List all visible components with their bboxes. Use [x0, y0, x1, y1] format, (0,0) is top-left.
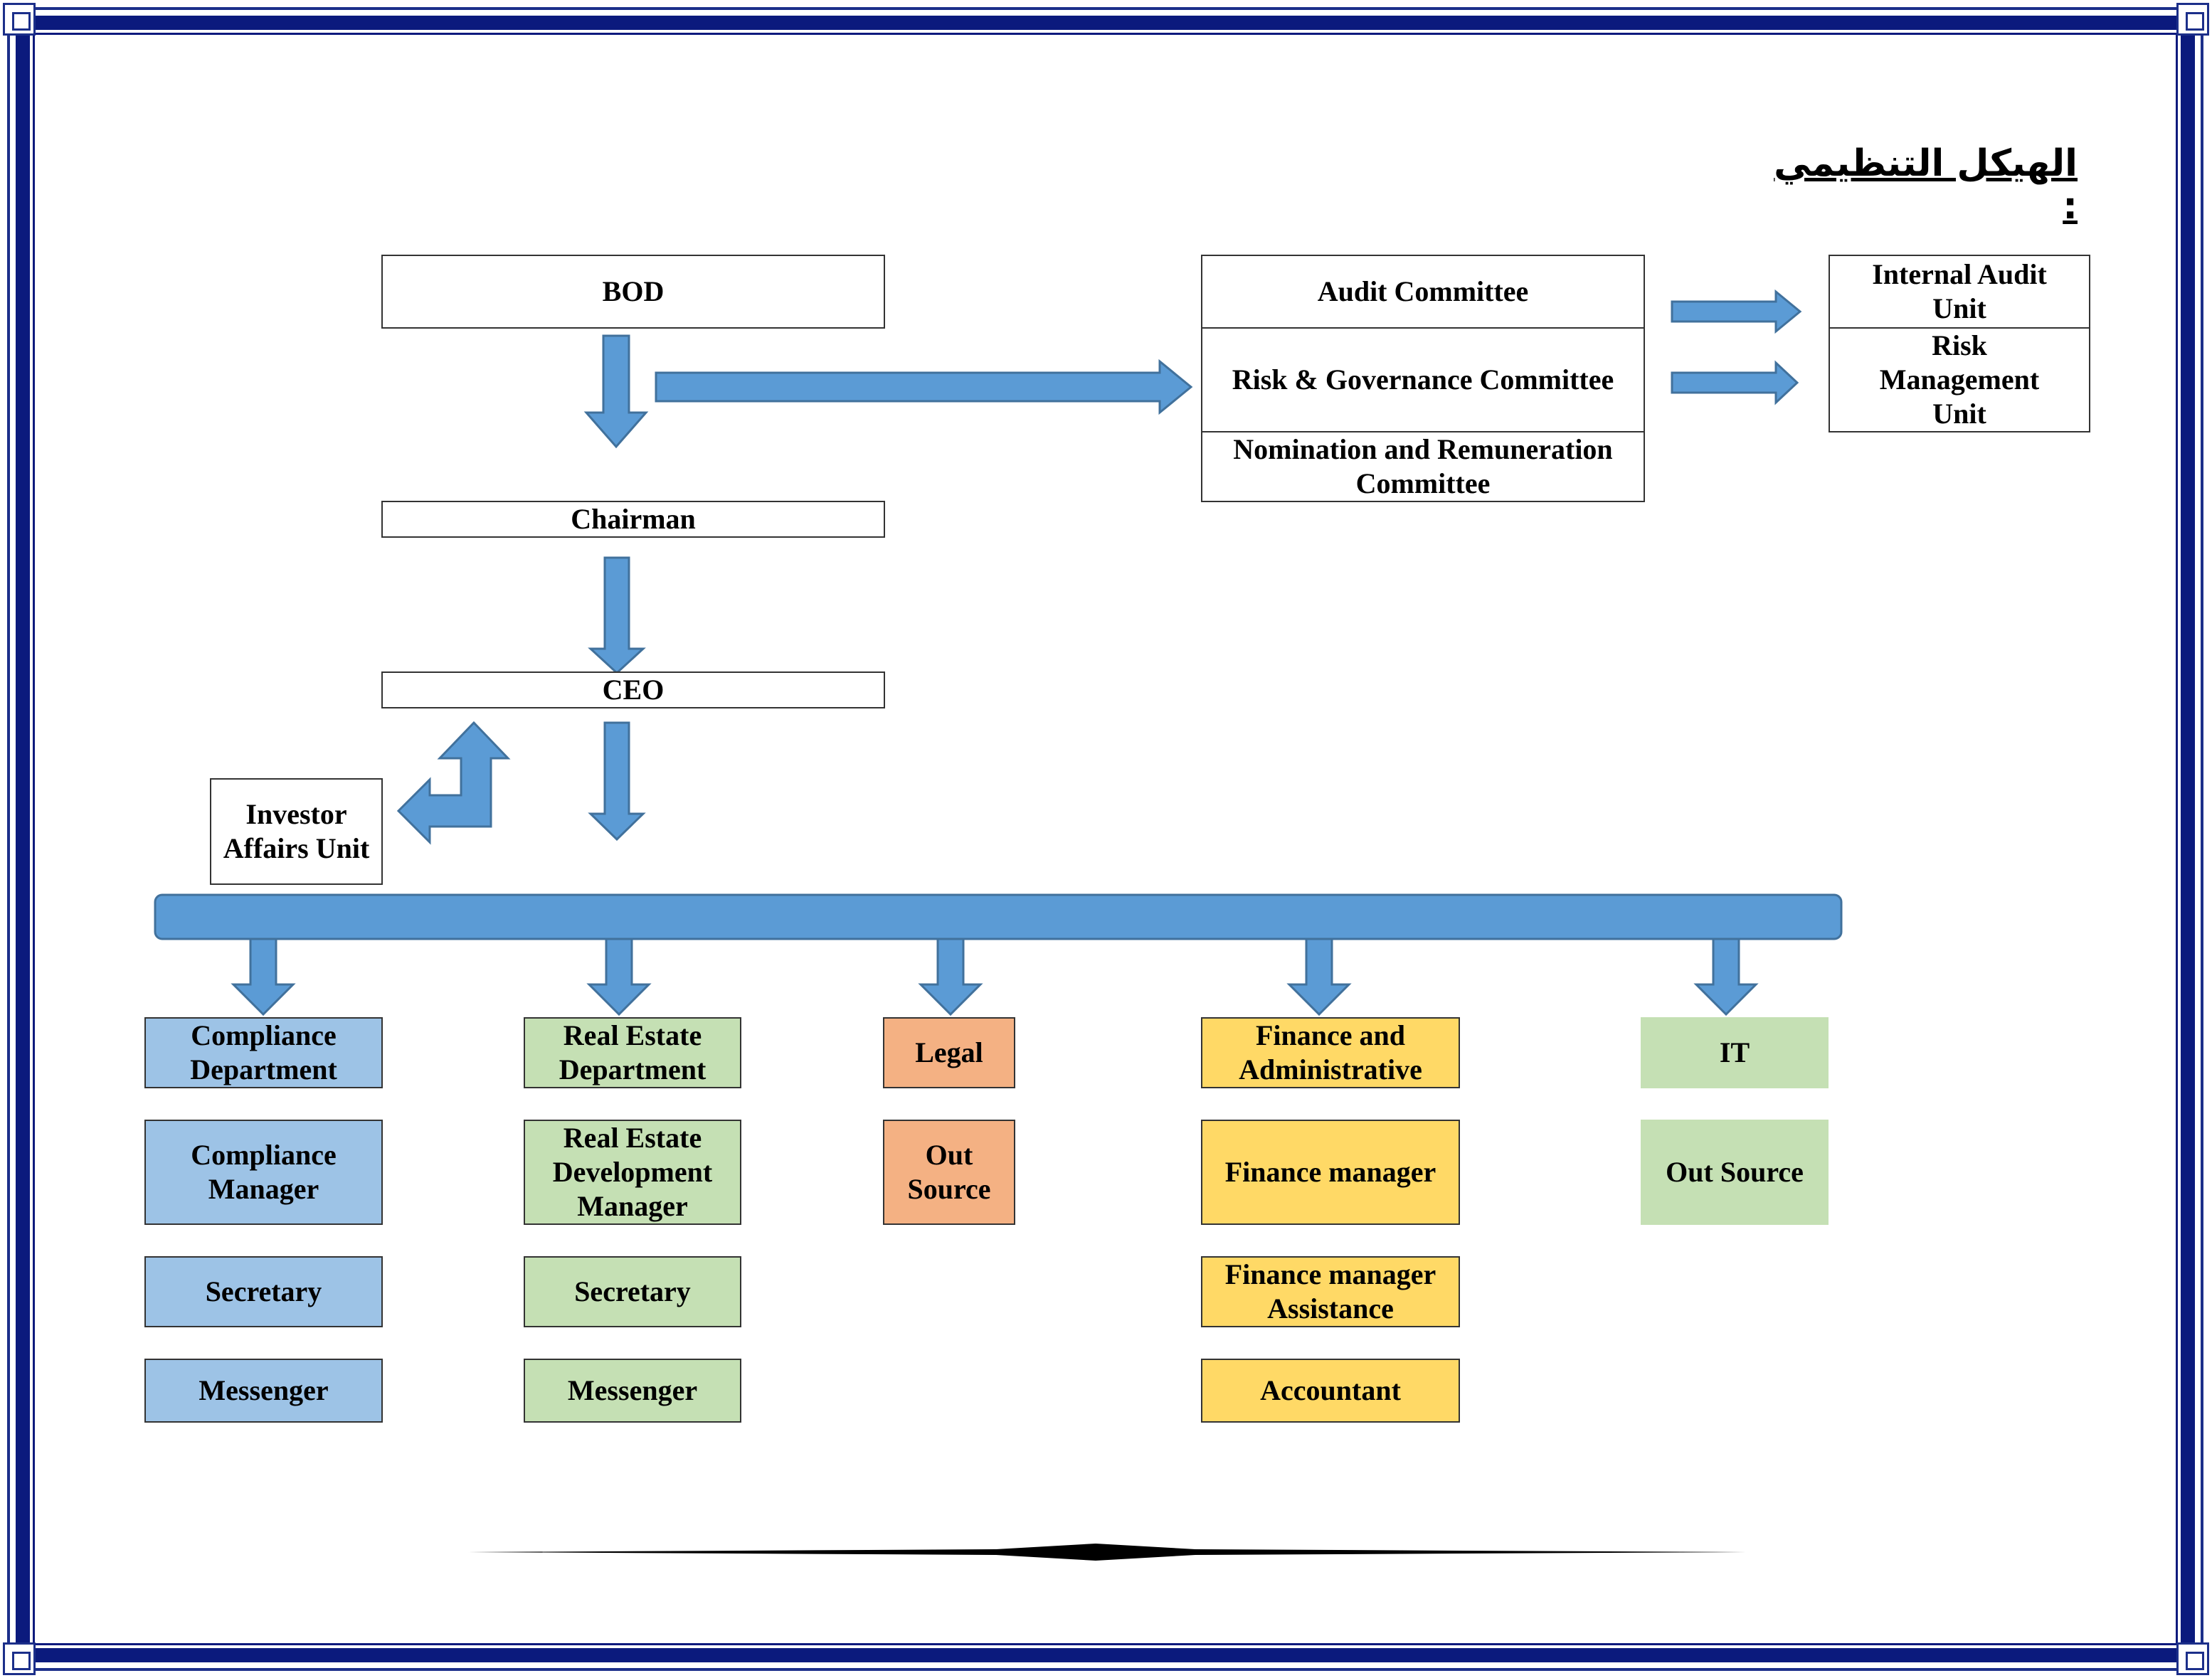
- it-out-source-box: Out Source: [1641, 1120, 1829, 1225]
- arrow-audit-to-internal-audit: [1671, 289, 1802, 334]
- arrow-bod-to-committees: [655, 359, 1193, 415]
- finance-manager-box: Finance manager: [1201, 1120, 1460, 1225]
- compliance-secretary-box: Secretary: [144, 1256, 383, 1327]
- units-box: Internal Audit Unit Risk Management Unit: [1829, 255, 2090, 432]
- arrow-chairman-to-ceo: [588, 556, 646, 675]
- it-department-box: IT: [1641, 1017, 1829, 1088]
- finance-administrative-box: Finance and Administrative: [1201, 1017, 1460, 1088]
- bottom-decorative-rule: [468, 1544, 1746, 1561]
- page-border-outer: [7, 7, 2203, 1671]
- investor-affairs-unit-box: Investor Affairs Unit: [210, 778, 383, 885]
- corner-ornament-top-left: [3, 3, 36, 36]
- page-border: [16, 16, 2195, 1662]
- real-estate-secretary-box: Secretary: [524, 1256, 741, 1327]
- accountant-box: Accountant: [1201, 1359, 1460, 1423]
- audit-committee: Audit Committee: [1202, 256, 1644, 329]
- real-estate-development-manager-box: Real Estate Development Manager: [524, 1120, 741, 1225]
- ceo-box: CEO: [381, 671, 885, 708]
- compliance-department-box: Compliance Department: [144, 1017, 383, 1088]
- corner-ornament-bottom-left: [3, 1642, 36, 1675]
- arrow-to-legal: [918, 938, 983, 1016]
- risk-governance-committee: Risk & Governance Committee: [1202, 329, 1644, 432]
- compliance-messenger-box: Messenger: [144, 1359, 383, 1423]
- page-border-inner: [33, 33, 2178, 1645]
- arrow-investor-affairs-elbow: [396, 721, 511, 845]
- chairman-box: Chairman: [381, 501, 885, 538]
- legal-out-source-box: Out Source: [883, 1120, 1015, 1225]
- arrow-to-finance: [1286, 938, 1352, 1016]
- corner-ornament-top-right: [2176, 3, 2209, 36]
- department-bus-bar: [154, 893, 1843, 940]
- finance-manager-assistance-box: Finance manager Assistance: [1201, 1256, 1460, 1327]
- legal-department-box: Legal: [883, 1017, 1015, 1088]
- real-estate-messenger-box: Messenger: [524, 1359, 741, 1423]
- internal-audit-unit: Internal Audit Unit: [1830, 256, 2089, 329]
- committees-box: Audit Committee Risk & Governance Commit…: [1201, 255, 1645, 502]
- arrow-bod-to-chairman: [583, 334, 649, 449]
- bod-box: BOD: [381, 255, 885, 329]
- arrow-risk-to-risk-management: [1671, 360, 1799, 405]
- arrow-to-it: [1693, 938, 1759, 1016]
- real-estate-department-box: Real Estate Department: [524, 1017, 741, 1088]
- corner-ornament-bottom-right: [2176, 1642, 2209, 1675]
- page-title: الهيكل التنظيمي :: [1774, 142, 2078, 228]
- arrow-ceo-to-departments: [588, 721, 646, 841]
- compliance-manager-box: Compliance Manager: [144, 1120, 383, 1225]
- arrow-to-real-estate: [586, 938, 652, 1016]
- nomination-remuneration-committee: Nomination and Remuneration Committee: [1233, 433, 1613, 499]
- risk-management-unit: Risk Management Unit: [1879, 329, 2040, 430]
- arrow-to-compliance: [231, 938, 296, 1016]
